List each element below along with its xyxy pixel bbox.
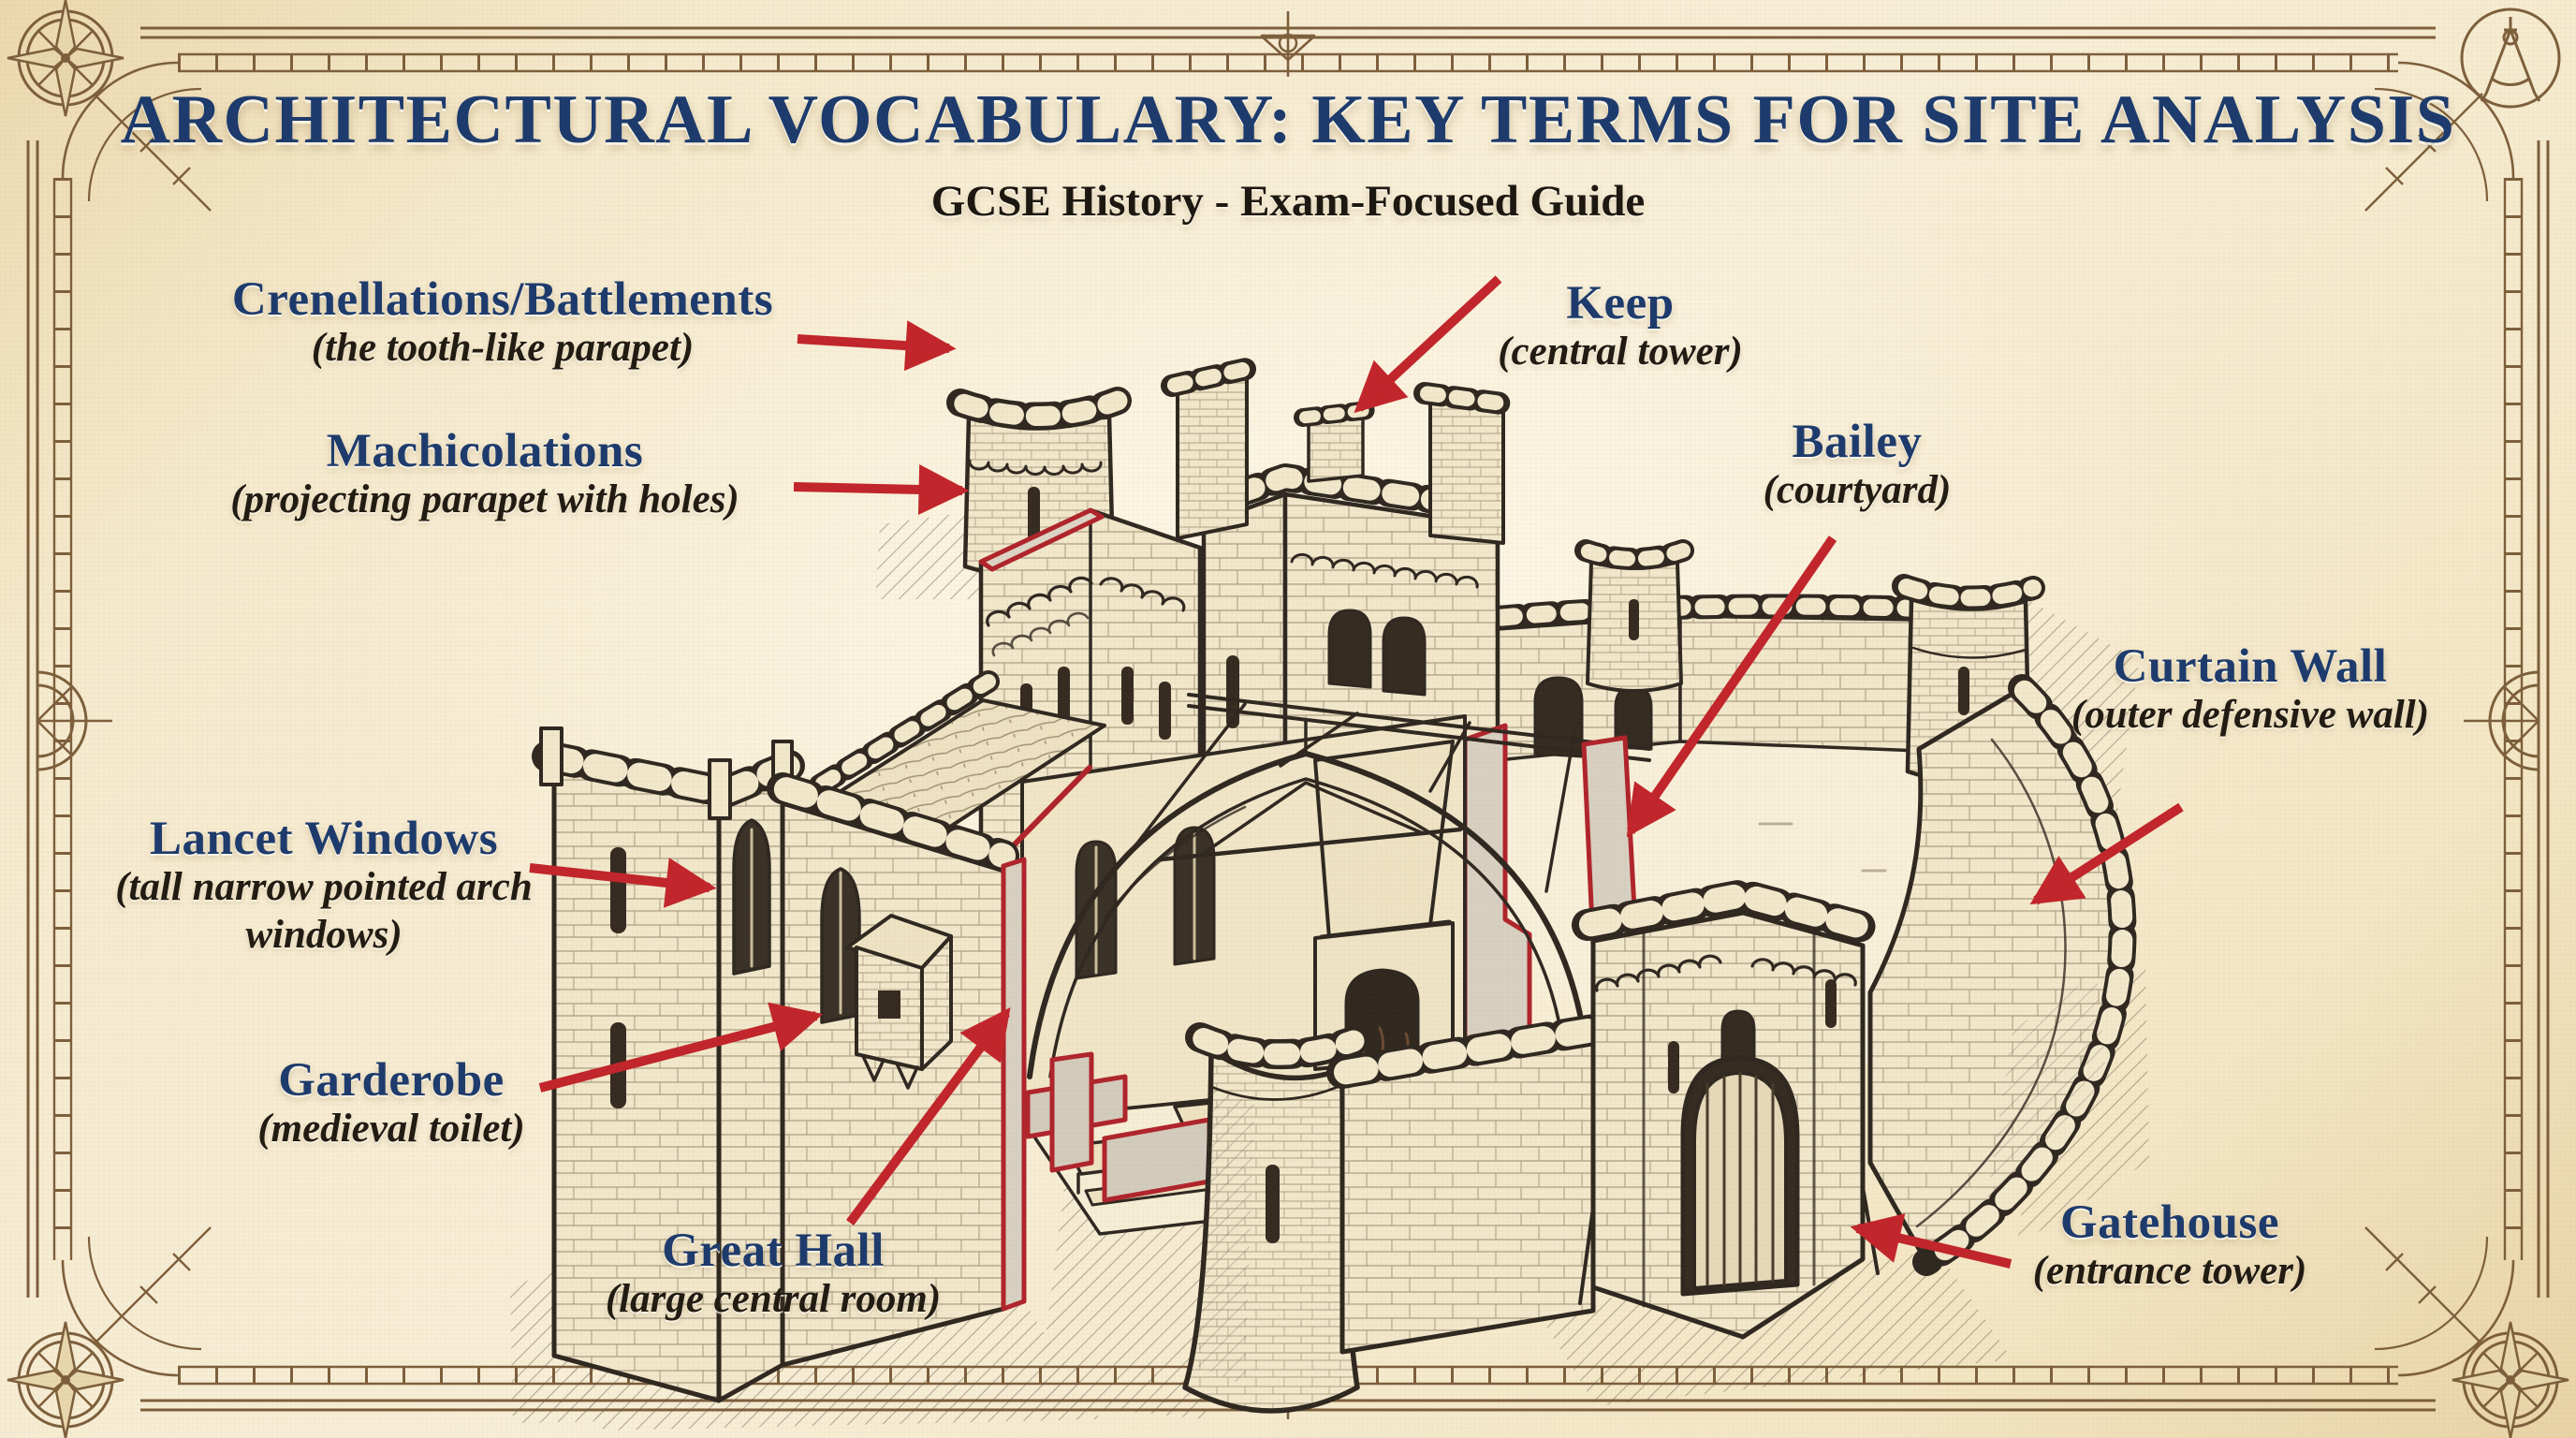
term-bailey: Bailey xyxy=(1792,416,1923,468)
term-crenellations: Crenellations/Battlements xyxy=(231,273,774,326)
def-gatehouse: (entrance tower) xyxy=(2032,1249,2307,1294)
page-title: ARCHITECTURAL VOCABULARY: KEY TERMS FOR … xyxy=(120,81,2456,158)
curtain-wall xyxy=(1867,674,2137,1276)
arrow-keep xyxy=(1354,275,1502,414)
def-garderobe: (medieval toilet) xyxy=(257,1107,525,1152)
top-center-ornament xyxy=(1260,11,1316,77)
def-machicolations: (projecting parapet with holes) xyxy=(230,477,739,522)
def-bailey: (courtyard) xyxy=(1763,468,1952,513)
castle-illustration xyxy=(510,356,2149,1431)
arrow-bailey xyxy=(1626,536,1837,838)
label-keep: Keep (central tower) xyxy=(1498,277,1743,376)
rear-round-tower xyxy=(1574,539,1694,693)
label-gatehouse: Gatehouse (entrance tower) xyxy=(2032,1196,2307,1296)
term-gatehouse: Gatehouse xyxy=(2059,1196,2279,1249)
front-curtain-wall xyxy=(1326,1014,1609,1355)
hall-left-tower xyxy=(532,726,805,1403)
callout-arrows xyxy=(529,275,2184,1269)
front-round-tower xyxy=(1182,1022,1368,1414)
def-great-hall: (large central room) xyxy=(605,1277,942,1322)
def-crenellations: (the tooth-like parapet) xyxy=(311,326,695,371)
label-garderobe: Garderobe (medieval toilet) xyxy=(257,1054,525,1153)
arrow-garderobe xyxy=(538,1002,824,1093)
label-crenellations: Crenellations/Battlements (the tooth-lik… xyxy=(231,273,774,373)
arrow-great-hall xyxy=(845,1006,1011,1225)
term-keep: Keep xyxy=(1566,277,1675,330)
term-machicolations: Machicolations xyxy=(326,425,644,477)
arrow-lancet-windows xyxy=(529,858,717,908)
term-lancet-windows: Lancet Windows xyxy=(149,813,499,865)
drafting-compass-icon xyxy=(2460,7,2561,109)
label-bailey: Bailey (courtyard) xyxy=(1763,416,1952,515)
arrow-curtain-wall xyxy=(2029,802,2184,905)
arrow-gatehouse xyxy=(1850,1213,2012,1269)
label-lancet-windows: Lancet Windows (tall narrow pointed arch… xyxy=(104,814,544,960)
hall-front-wall xyxy=(767,772,1027,1368)
gatehouse xyxy=(1572,879,1884,1340)
def-curtain-wall: (outer defensive wall) xyxy=(2071,693,2430,738)
term-curtain-wall: Curtain Wall xyxy=(2113,640,2388,693)
def-keep: (central tower) xyxy=(1498,330,1743,374)
label-machicolations: Machicolations (projecting parapet with … xyxy=(230,425,739,524)
term-great-hall: Great Hall xyxy=(662,1225,885,1277)
label-great-hall: Great Hall (large central room) xyxy=(605,1225,942,1324)
label-curtain-wall: Curtain Wall (outer defensive wall) xyxy=(2063,640,2437,740)
arrow-crenellations xyxy=(797,320,957,372)
def-lancet-windows: (tall narrow pointed arch windows) xyxy=(115,865,533,957)
term-garderobe: Garderobe xyxy=(278,1054,505,1107)
arrow-machicolations xyxy=(793,463,970,515)
page-subtitle: GCSE History - Exam-Focused Guide xyxy=(930,177,1646,226)
garderobe-box xyxy=(845,914,953,1090)
